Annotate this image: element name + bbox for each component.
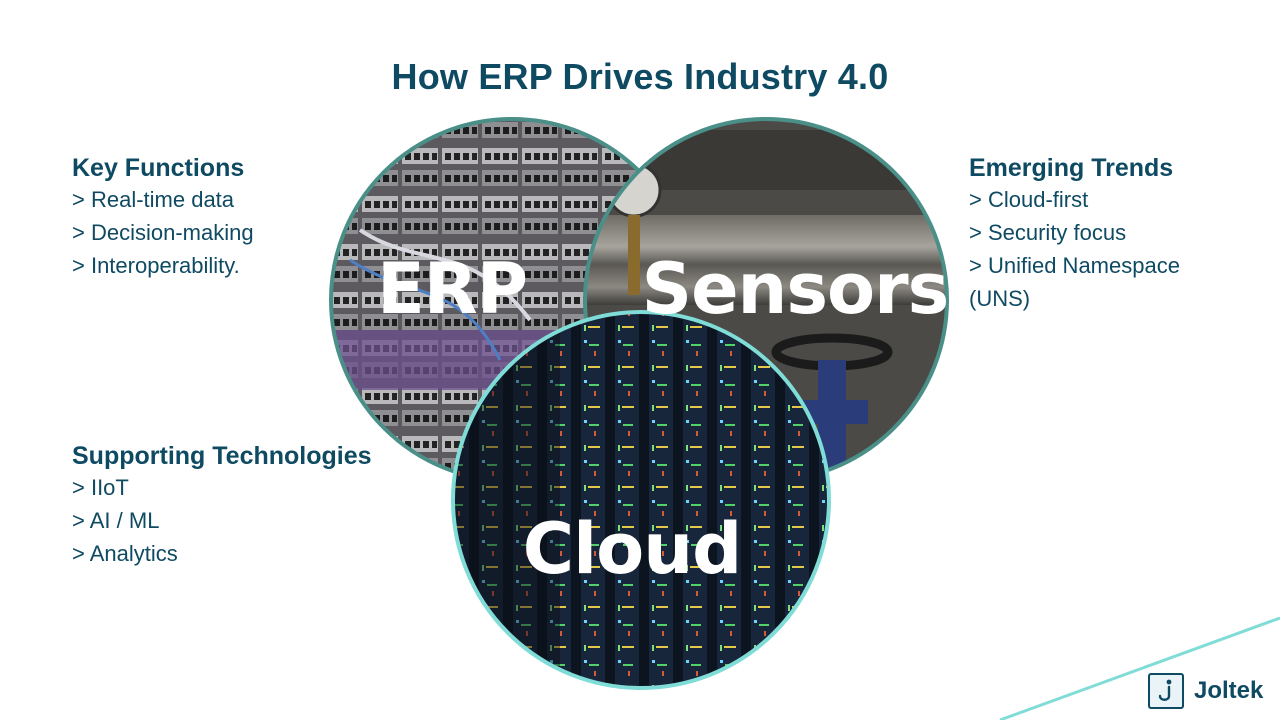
list-item: > IIoT: [72, 475, 129, 500]
emerging-trends-block: Emerging Trends > Cloud-first > Security…: [969, 153, 1229, 315]
key-functions-block: Key Functions > Real-time data > Decisio…: [72, 153, 254, 282]
supporting-technologies-heading: Supporting Technologies: [72, 442, 372, 470]
cloud-label: Cloud: [523, 508, 741, 590]
joltek-logo: Joltek: [1148, 673, 1263, 709]
key-functions-heading: Key Functions: [72, 154, 245, 182]
list-item: > Decision-making: [72, 220, 254, 245]
supporting-technologies-block: Supporting Technologies > IIoT > AI / ML…: [72, 441, 372, 570]
joltek-j-icon: [1148, 673, 1184, 709]
list-item: > Security focus: [969, 220, 1127, 245]
list-item: > AI / ML: [72, 508, 160, 533]
logo-text: Joltek: [1194, 677, 1264, 704]
list-item: > Real-time data: [72, 187, 235, 212]
list-item: > Unified Namespace (UNS): [969, 253, 1180, 311]
list-item: > Analytics: [72, 541, 178, 566]
list-item: > Cloud-first: [969, 187, 1089, 212]
page-title: How ERP Drives Industry 4.0: [391, 56, 889, 97]
emerging-trends-heading: Emerging Trends: [969, 154, 1174, 182]
erp-label: ERP: [377, 248, 527, 330]
list-item: > Interoperability.: [72, 253, 240, 278]
sensors-label: Sensors: [642, 248, 949, 330]
